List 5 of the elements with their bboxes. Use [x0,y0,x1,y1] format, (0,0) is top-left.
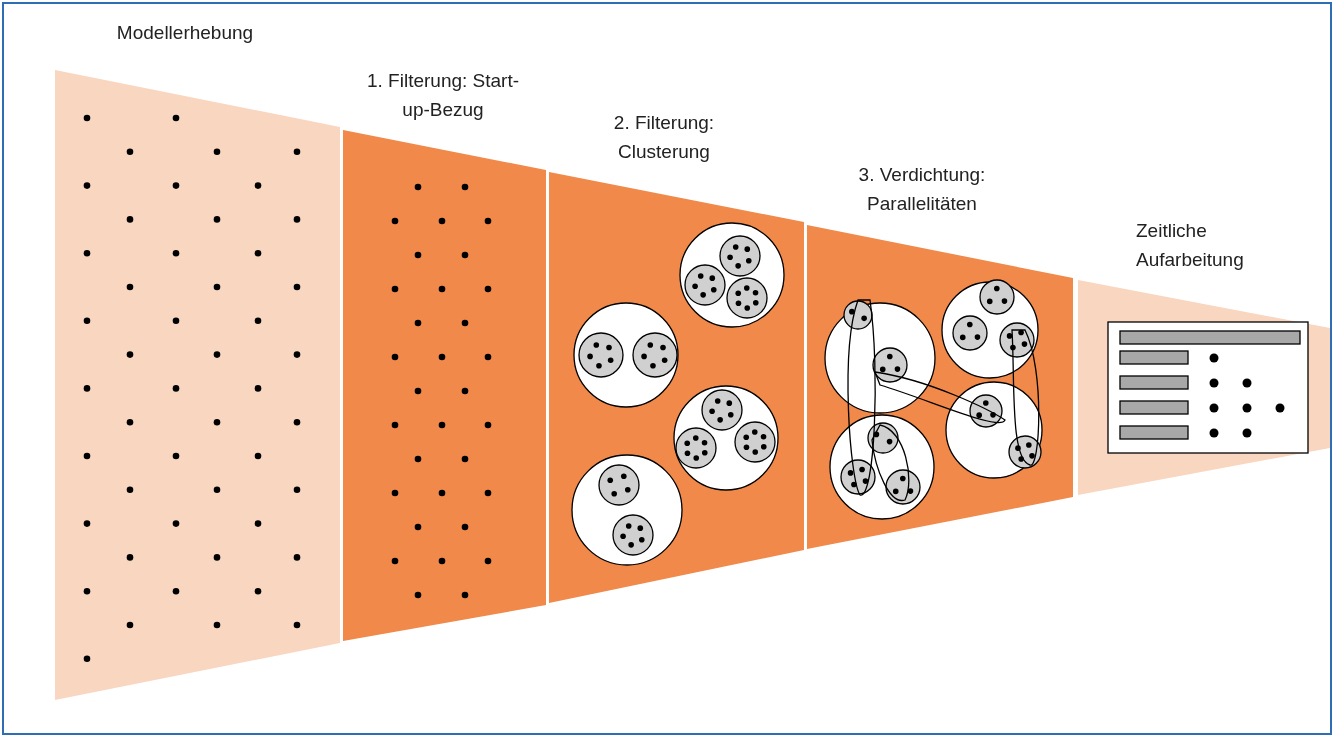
stage-heading: 3. Verdichtung: Parallelitäten [857,163,987,216]
stage-heading: 2. Filterung: Clusterung [612,111,716,164]
stage-heading: 1. Filterung: Start-up-Bezug [365,69,521,122]
stage-heading: Modellerhebung [115,21,255,45]
stage-heading: Zeitliche Aufarbeitung [1136,219,1245,272]
